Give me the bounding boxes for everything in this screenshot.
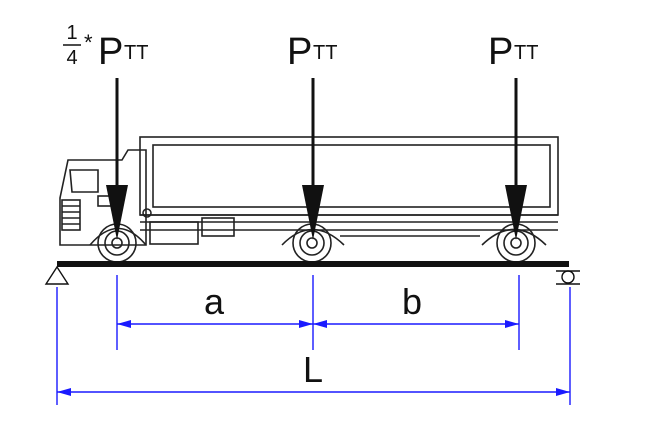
roller-support-right <box>556 270 580 285</box>
dimension-b <box>313 320 519 328</box>
load-arrow-front <box>106 78 128 240</box>
front-load-subscript: TT <box>124 42 148 64</box>
middle-load-symbol: P <box>287 31 312 73</box>
trailer-inner-panel <box>152 144 551 208</box>
mirror <box>142 208 152 218</box>
load-label-middle: P TT <box>287 31 337 73</box>
front-multiplier: * <box>84 30 93 55</box>
beam <box>57 261 569 267</box>
dimension-a <box>117 320 313 328</box>
rear-load-symbol: P <box>488 31 513 73</box>
middle-load-subscript: TT <box>313 42 337 64</box>
dimension-a-label: a <box>204 281 225 322</box>
front-load-symbol: P <box>98 31 123 73</box>
dimension-b-label: b <box>402 281 422 322</box>
load-label-front: 1 4 * P TT <box>63 22 148 73</box>
load-arrow-middle <box>302 78 324 240</box>
load-arrow-rear <box>505 78 527 240</box>
front-fraction-denominator: 4 <box>66 47 77 69</box>
dimension-L-label: L <box>303 349 323 390</box>
truck-cab <box>59 149 147 246</box>
pin-support-left <box>44 265 70 285</box>
dimension-L <box>57 388 570 396</box>
cab-window <box>69 169 99 193</box>
front-fraction-numerator: 1 <box>66 22 77 44</box>
cab-grille <box>61 199 81 231</box>
trailer-box <box>139 136 559 216</box>
rear-load-subscript: TT <box>514 42 538 64</box>
load-label-rear: P TT <box>488 31 538 73</box>
fuel-tank <box>149 221 199 245</box>
dimension-lines <box>56 275 571 405</box>
